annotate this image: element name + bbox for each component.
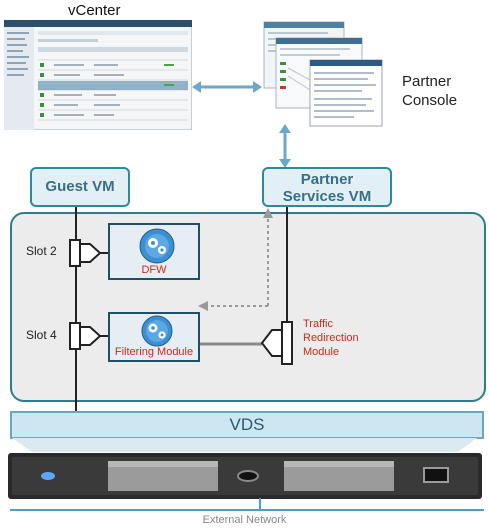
gear-icon [139, 228, 175, 264]
usb-port [423, 467, 449, 483]
guest-vm-box: Guest VM [30, 167, 130, 207]
traffic-line1: Traffic [303, 318, 333, 330]
traffic-line2: Redirection [303, 332, 359, 344]
guest-vm-label: Guest VM [45, 178, 115, 195]
center-button [237, 470, 259, 482]
partner-console-line2: Console [402, 92, 458, 109]
dfw-module: DFW [108, 223, 200, 280]
dotted-arrow-left-head [198, 301, 208, 311]
partner-services-vm-box: Partner Services VM [262, 167, 392, 207]
arrow-left-head [192, 81, 201, 93]
dotted-arrow-up-head [263, 208, 273, 218]
partner-console-screenshot [263, 21, 383, 127]
external-network-link [10, 498, 484, 511]
filtering-module: Filtering Module [108, 312, 200, 362]
vcenter-label: vCenter [68, 2, 121, 19]
traffic-redirection-label: Traffic Redirection Module [303, 317, 359, 359]
power-led [41, 472, 55, 480]
arrow-right-head [253, 81, 262, 93]
server-appliance [8, 453, 482, 499]
vcenter-screenshot [4, 20, 192, 130]
filter-symbol-slot2 [69, 239, 108, 267]
dfw-label: DFW [141, 264, 167, 276]
vds-bar: VDS [10, 411, 484, 439]
slot-4-label: Slot 4 [26, 328, 57, 342]
vds-label: VDS [229, 415, 265, 434]
redirect-symbol [260, 321, 293, 365]
arrow-up-head [279, 124, 291, 133]
partner-console-label: Partner Console [402, 72, 457, 110]
vds-shadow [12, 438, 477, 452]
arrow-down-head [279, 159, 291, 168]
filter-symbol-slot4 [69, 322, 108, 350]
filtering-module-label: Filtering Module [114, 346, 194, 358]
external-network-label: External Network [202, 514, 287, 526]
partner-console-line1: Partner [402, 73, 452, 90]
partner-services-line2: Services VM [282, 188, 372, 205]
slot-2-label: Slot 2 [26, 244, 57, 258]
traffic-line3: Module [303, 346, 340, 358]
gear-icon [141, 315, 173, 347]
partner-services-line1: Partner [300, 171, 354, 188]
